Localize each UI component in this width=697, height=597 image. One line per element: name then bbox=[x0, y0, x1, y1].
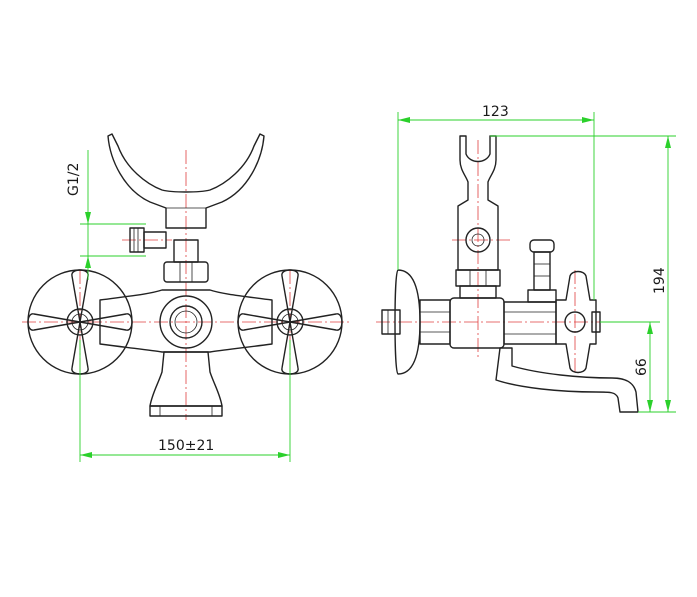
label-width-front: 150±21 bbox=[158, 438, 214, 454]
wall-rosette bbox=[394, 269, 421, 375]
shower-holder bbox=[107, 133, 265, 229]
side-diverter bbox=[527, 239, 557, 303]
label-width-side: 123 bbox=[482, 104, 509, 120]
dimension-thread bbox=[80, 150, 146, 280]
dimension-width-front bbox=[79, 340, 291, 462]
front-view: 150±21 G1/2 bbox=[22, 133, 350, 462]
side-centerlines bbox=[376, 140, 600, 372]
dimension-height-total bbox=[490, 135, 676, 413]
side-view: 123 194 66 bbox=[376, 104, 676, 413]
inlet-connector bbox=[129, 227, 167, 253]
side-body bbox=[449, 297, 557, 349]
label-thread: G1/2 bbox=[66, 163, 82, 196]
mixer-body bbox=[99, 239, 273, 353]
dimension-width-side bbox=[397, 112, 595, 300]
side-cross-handle bbox=[555, 270, 601, 374]
label-height-total: 194 bbox=[652, 267, 668, 294]
side-holder bbox=[455, 135, 501, 299]
dimension-height-outlet bbox=[600, 321, 660, 412]
side-spout bbox=[495, 347, 639, 413]
label-height-outlet: 66 bbox=[634, 358, 650, 376]
